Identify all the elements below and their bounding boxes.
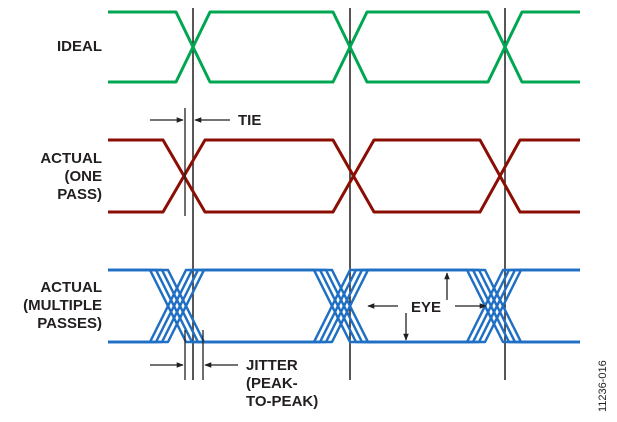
ideal-waveform-upper (108, 10, 580, 84)
one-pass-waveform-lower (108, 138, 580, 214)
jitter-label-line: JITTER (246, 357, 298, 374)
eye-label: EYE (411, 299, 441, 316)
figure-id: 11236-016 (597, 360, 609, 412)
actual-one-pass-label: ACTUAL (ONE PASS) (40, 150, 102, 203)
tie-label: TIE (238, 112, 261, 129)
jitter-label-line: TO-PEAK) (246, 393, 318, 410)
actual-one-pass-label-line: ACTUAL (40, 150, 102, 167)
multiple-passes-trace (108, 268, 580, 344)
multiple-passes-trace (108, 268, 580, 344)
jitter-label: JITTER (PEAK- TO-PEAK) (246, 357, 318, 410)
ideal-waveform (108, 10, 580, 84)
eye-marker (367, 272, 487, 341)
one-pass-waveform (108, 138, 580, 214)
multiple-passes-trace (108, 268, 580, 344)
one-pass-waveform-upper (108, 138, 580, 214)
ideal-label: IDEAL (57, 38, 102, 55)
actual-multiple-passes-label-line: ACTUAL (40, 279, 102, 296)
actual-one-pass-label-line: PASS) (57, 186, 102, 203)
actual-multiple-passes-label-line: PASSES) (37, 315, 102, 332)
reference-lines (192, 8, 506, 380)
actual-multiple-passes-label-line: (MULTIPLE (23, 297, 102, 314)
tie-marker (150, 108, 230, 216)
jitter-label-line: (PEAK- (246, 375, 298, 392)
actual-multiple-passes-label: ACTUAL (MULTIPLE PASSES) (23, 279, 102, 332)
jitter-marker (150, 330, 238, 380)
ideal-waveform-lower (108, 10, 580, 84)
actual-one-pass-label-line: (ONE (65, 168, 103, 185)
multiple-passes-trace (108, 268, 580, 344)
multiple-passes-waveform (108, 268, 580, 344)
